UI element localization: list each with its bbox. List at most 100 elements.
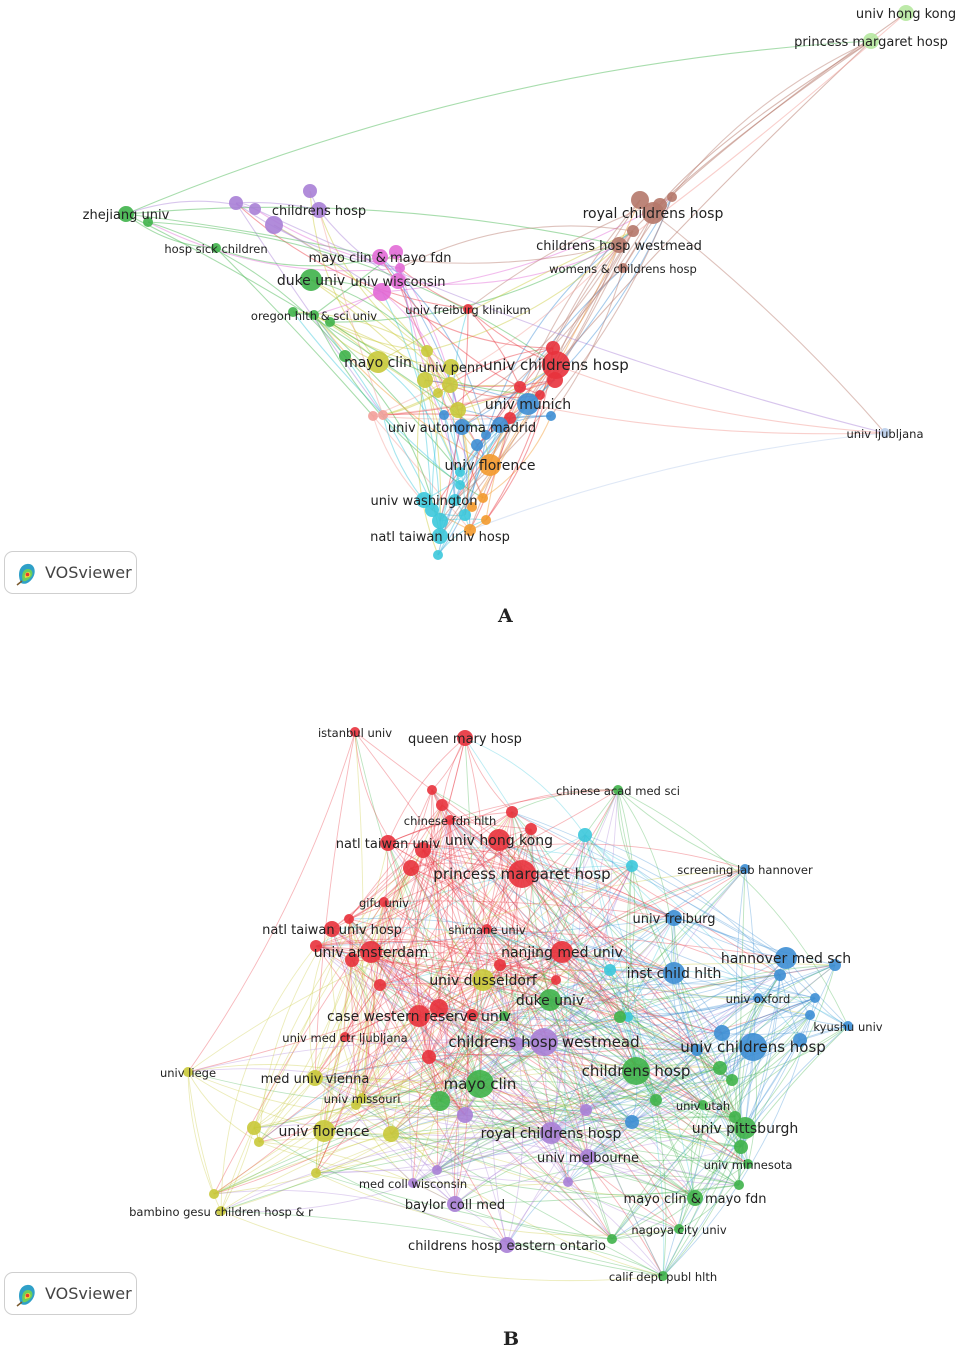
institution-node <box>422 1050 436 1064</box>
institution-node <box>580 1104 592 1116</box>
institution-node <box>478 493 488 503</box>
institution-node <box>457 1107 473 1123</box>
co-authorship-link <box>618 790 632 866</box>
institution-label: univ autonoma madrid <box>388 421 536 436</box>
institution-label: royal childrens hosp <box>583 206 724 222</box>
institution-label: univ melbourne <box>537 1151 639 1166</box>
institution-label: univ wisconsin <box>351 275 446 290</box>
institution-label: mayo clin & mayo fdn <box>309 251 452 266</box>
institution-node <box>726 1074 738 1086</box>
co-authorship-link <box>126 41 871 214</box>
institution-node <box>471 439 483 451</box>
institution-label: univ liege <box>160 1066 216 1080</box>
institution-label: univ childrens hosp <box>483 356 629 374</box>
institution-node <box>249 203 261 215</box>
co-authorship-link <box>188 1072 214 1194</box>
institution-node <box>625 1115 639 1129</box>
institution-label: natl taiwan univ <box>336 837 441 852</box>
institution-node <box>427 785 437 795</box>
institution-label: bambino gesu children hosp & r <box>129 1205 313 1219</box>
institution-node <box>450 402 466 418</box>
institution-node <box>439 410 449 420</box>
institution-label: med univ vienna <box>261 1072 370 1087</box>
institution-node <box>667 192 677 202</box>
institution-node <box>734 1180 744 1190</box>
institution-label: childrens hosp eastern ontario <box>408 1239 606 1254</box>
institution-label: univ hong kong <box>445 833 553 849</box>
institution-label: hosp sick children <box>164 242 267 256</box>
vosviewer-logo-icon <box>13 559 41 587</box>
institution-label: univ amsterdam <box>314 945 429 961</box>
institution-node <box>442 377 458 393</box>
institution-label: univ childrens hosp <box>680 1038 826 1056</box>
institution-node <box>774 969 786 981</box>
institution-node <box>433 550 443 560</box>
co-authorship-link <box>470 433 885 530</box>
institution-label: chinese acad med sci <box>556 784 680 798</box>
institution-node <box>734 1140 748 1154</box>
institution-label: univ med ctr ljubljana <box>282 1031 407 1045</box>
institution-label: mayo clin <box>344 355 412 371</box>
institution-node <box>403 860 419 876</box>
institution-label: childrens hosp westmead <box>536 239 702 254</box>
institution-label: univ minnesota <box>704 1158 793 1172</box>
institution-label: childrens hosp westmead <box>448 1033 639 1051</box>
co-authorship-link <box>556 365 885 433</box>
institution-node <box>805 1010 815 1020</box>
institution-node <box>311 1168 321 1178</box>
co-authorship-link <box>568 1182 612 1239</box>
institution-label: calif dept publ hlth <box>609 1270 717 1284</box>
co-authorship-link <box>653 41 871 213</box>
institution-node <box>254 1137 264 1147</box>
institution-label: univ dusseldorf <box>429 973 537 989</box>
institution-label: princess margaret hosp <box>433 865 610 883</box>
institution-label: univ munich <box>485 397 571 413</box>
panel-b-label: B <box>503 1328 519 1350</box>
institution-node <box>229 196 243 210</box>
institution-label: childrens hosp <box>582 1062 691 1080</box>
institution-label: mayo clin & mayo fdn <box>624 1192 767 1207</box>
institution-node <box>514 381 526 393</box>
institution-label: inst child hlth <box>627 966 722 982</box>
institution-label: duke univ <box>277 273 345 289</box>
institution-label: univ freiburg klinikum <box>405 303 530 317</box>
institution-node <box>209 1189 219 1199</box>
vosviewer-badge-a: VOSviewer <box>4 551 137 594</box>
institution-node <box>247 1121 261 1135</box>
institution-label: med coll wisconsin <box>359 1177 467 1191</box>
institution-label: case western reserve univ <box>327 1009 511 1025</box>
panel-a-label: A <box>498 605 513 627</box>
institution-label: univ missouri <box>324 1092 401 1106</box>
institution-label: chinese fdn hlth <box>404 814 496 828</box>
institution-node <box>713 1061 727 1075</box>
institution-label: univ penn <box>419 361 484 376</box>
institution-label: nagoya city univ <box>631 1223 726 1237</box>
institution-label: univ florence <box>279 1124 370 1140</box>
institution-node <box>626 860 638 872</box>
institution-node <box>303 184 317 198</box>
institution-label: univ ljubljana <box>847 427 924 441</box>
institution-label: oregon hlth & sci univ <box>251 309 377 323</box>
institution-node <box>810 993 820 1003</box>
institution-node <box>421 345 433 357</box>
vosviewer-logo-icon <box>13 1280 41 1308</box>
institution-node <box>578 828 592 842</box>
vosviewer-logo-text: VOSviewer <box>45 563 132 582</box>
institution-node <box>374 979 386 991</box>
institution-label: istanbul univ <box>318 726 392 740</box>
institution-label: univ utah <box>676 1099 730 1113</box>
institution-label: univ florence <box>445 458 536 474</box>
institution-node <box>506 806 518 818</box>
institution-label: duke univ <box>516 993 584 1009</box>
institution-label: hannover med sch <box>721 951 851 967</box>
institution-node <box>650 1094 662 1106</box>
institution-label: royal childrens hosp <box>481 1126 622 1142</box>
institution-label: zhejiang univ <box>83 208 170 223</box>
institution-node <box>383 1126 399 1142</box>
institution-node <box>455 480 465 490</box>
institution-label: univ hong kong <box>856 7 956 22</box>
